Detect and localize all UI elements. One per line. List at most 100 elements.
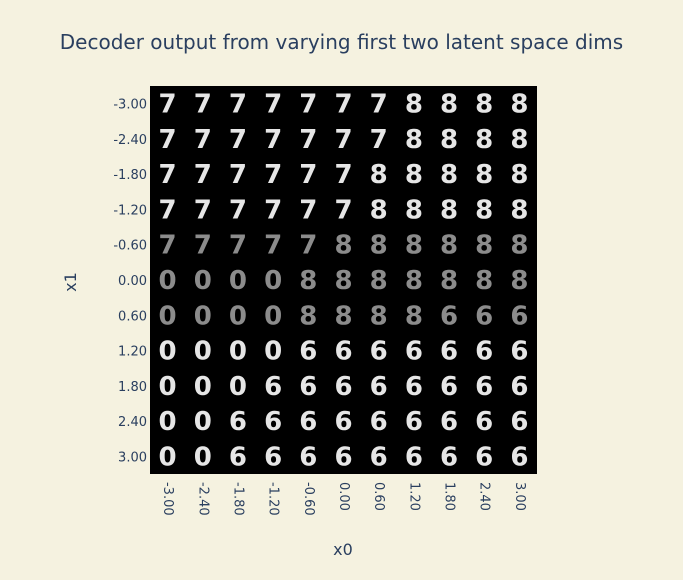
digit-cell-r4-c4: 7	[299, 231, 317, 261]
digit-cell-r2-c7: 8	[405, 160, 423, 190]
digit-cell-r10-c6: 6	[370, 442, 388, 472]
digit-cell-r8-c7: 6	[405, 372, 423, 402]
digit-cell-r9-c9: 6	[475, 407, 493, 437]
x-tick-label: -3.00	[160, 482, 175, 516]
digit-cell-r10-c4: 6	[299, 442, 317, 472]
digit-cell-r1-c1: 7	[194, 125, 212, 155]
digit-cell-r0-c4: 7	[299, 90, 317, 120]
x-tick-label: 0.60	[371, 482, 386, 511]
digit-cell-r2-c0: 7	[159, 160, 177, 190]
digit-cell-r6-c2: 0	[229, 301, 247, 331]
digit-cell-r7-c2: 0	[229, 337, 247, 367]
digit-cell-r0-c6: 7	[370, 90, 388, 120]
digit-cell-r8-c10: 6	[510, 372, 528, 402]
digit-cell-r10-c10: 6	[510, 442, 528, 472]
plot-area	[150, 86, 537, 474]
x-tick-label: 1.80	[442, 482, 457, 511]
digit-cell-r3-c4: 7	[299, 195, 317, 225]
y-tick-label: 1.80	[118, 380, 147, 395]
digit-cell-r8-c4: 6	[299, 372, 317, 402]
digit-cell-r4-c9: 8	[475, 231, 493, 261]
digit-cell-r3-c6: 8	[370, 195, 388, 225]
digit-cell-r5-c2: 0	[229, 266, 247, 296]
digit-cell-r2-c6: 8	[370, 160, 388, 190]
digit-cell-r1-c4: 7	[299, 125, 317, 155]
digit-cell-r0-c8: 8	[440, 90, 458, 120]
digit-cell-r6-c7: 8	[405, 301, 423, 331]
digit-cell-r4-c2: 7	[229, 231, 247, 261]
x-tick-label: -2.40	[195, 482, 210, 516]
digit-cell-r10-c3: 6	[264, 442, 282, 472]
digit-cell-r1-c10: 8	[510, 125, 528, 155]
digit-cell-r3-c7: 8	[405, 195, 423, 225]
digit-cell-r7-c7: 6	[405, 337, 423, 367]
digit-cell-r6-c4: 8	[299, 301, 317, 331]
y-tick-labels: -3.00-2.40-1.80-1.20-0.600.000.601.201.8…	[113, 98, 147, 466]
y-tick-label: -1.20	[113, 203, 147, 218]
digit-cell-r4-c6: 8	[370, 231, 388, 261]
digit-cell-r6-c3: 0	[264, 301, 282, 331]
digit-cell-r3-c9: 8	[475, 195, 493, 225]
digit-cell-r8-c0: 0	[159, 372, 177, 402]
digit-cell-r9-c3: 6	[264, 407, 282, 437]
digit-cell-r0-c10: 8	[510, 90, 528, 120]
digit-cell-r8-c8: 6	[440, 372, 458, 402]
digit-cell-r6-c8: 6	[440, 301, 458, 331]
digit-cell-r2-c10: 8	[510, 160, 528, 190]
digit-cell-r4-c0: 7	[159, 231, 177, 261]
y-axis-title: x1	[61, 272, 80, 292]
digit-cell-r7-c9: 6	[475, 337, 493, 367]
chart-title: Decoder output from varying first two la…	[59, 30, 624, 54]
digit-cell-r1-c2: 7	[229, 125, 247, 155]
digit-cell-r2-c2: 7	[229, 160, 247, 190]
digit-cell-r0-c3: 7	[264, 90, 282, 120]
y-tick-label: -0.60	[113, 239, 147, 254]
digit-cell-r10-c8: 6	[440, 442, 458, 472]
digit-cell-r10-c5: 6	[334, 442, 352, 472]
digit-cell-r0-c1: 7	[194, 90, 212, 120]
digit-cell-r7-c1: 0	[194, 337, 212, 367]
digit-cell-r5-c7: 8	[405, 266, 423, 296]
digit-cell-r0-c0: 7	[159, 90, 177, 120]
y-tick-label: 3.00	[118, 450, 147, 465]
digit-cell-r2-c8: 8	[440, 160, 458, 190]
digit-cell-r4-c3: 7	[264, 231, 282, 261]
digit-cell-r6-c5: 8	[334, 301, 352, 331]
digit-cell-r3-c0: 7	[159, 195, 177, 225]
x-tick-label: -1.20	[266, 482, 281, 516]
x-tick-label: 1.20	[406, 482, 421, 511]
digit-cell-r8-c1: 0	[194, 372, 212, 402]
digit-cell-r10-c0: 0	[159, 442, 177, 472]
digit-cell-r9-c5: 6	[334, 407, 352, 437]
x-tick-label: 3.00	[512, 482, 527, 511]
digit-cell-r2-c9: 8	[475, 160, 493, 190]
digit-cell-r8-c5: 6	[334, 372, 352, 402]
digit-cell-r0-c7: 8	[405, 90, 423, 120]
digit-cell-r10-c2: 6	[229, 442, 247, 472]
digit-cell-r6-c6: 8	[370, 301, 388, 331]
digit-cell-r2-c1: 7	[194, 160, 212, 190]
digit-cell-r2-c4: 7	[299, 160, 317, 190]
digit-cell-r1-c7: 8	[405, 125, 423, 155]
digit-cell-r10-c1: 0	[194, 442, 212, 472]
y-tick-label: 2.40	[118, 415, 147, 430]
digit-cell-r5-c6: 8	[370, 266, 388, 296]
x-tick-label: -1.80	[230, 482, 245, 516]
digit-cell-r8-c3: 6	[264, 372, 282, 402]
digit-cell-r8-c2: 0	[229, 372, 247, 402]
digit-cell-r1-c3: 7	[264, 125, 282, 155]
digit-cell-r7-c4: 6	[299, 337, 317, 367]
digit-cell-r9-c8: 6	[440, 407, 458, 437]
digit-cell-r9-c10: 6	[510, 407, 528, 437]
digit-cell-r1-c5: 7	[334, 125, 352, 155]
digit-cell-r5-c8: 8	[440, 266, 458, 296]
digit-cell-r3-c3: 7	[264, 195, 282, 225]
digit-cell-r6-c10: 6	[510, 301, 528, 331]
digit-cell-r5-c0: 0	[159, 266, 177, 296]
digit-cell-r9-c6: 6	[370, 407, 388, 437]
digit-cell-r9-c4: 6	[299, 407, 317, 437]
digit-cell-r6-c1: 0	[194, 301, 212, 331]
